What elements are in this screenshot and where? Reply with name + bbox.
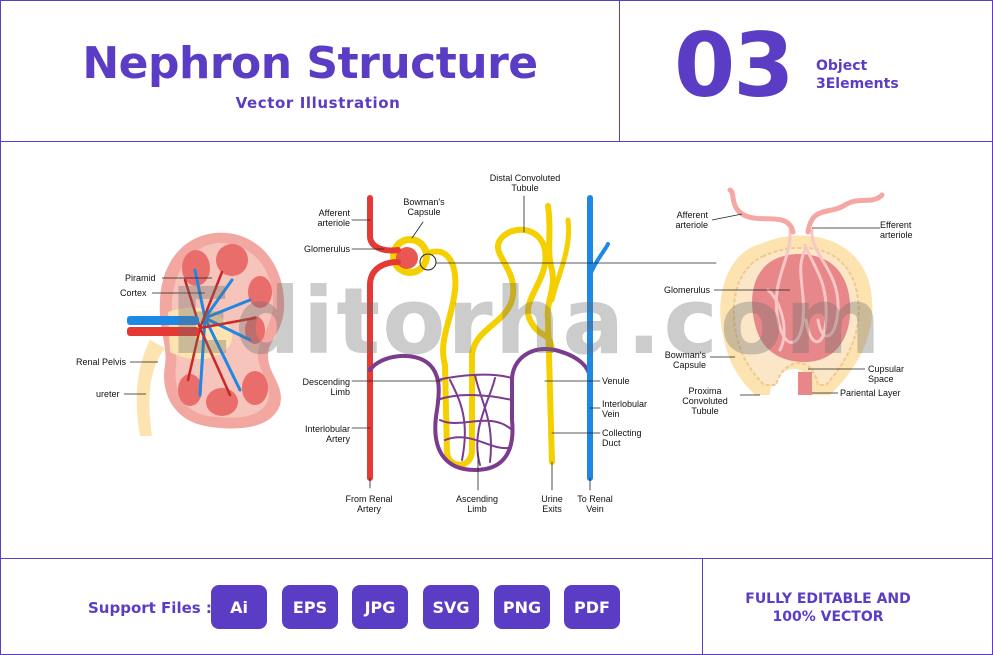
collecting-duct xyxy=(544,203,556,465)
kidney-pyramids xyxy=(178,244,272,416)
page-subtitle: Vector Illustration xyxy=(235,94,401,112)
format-badge-eps: EPS xyxy=(282,585,338,629)
label-cortex: Cortex xyxy=(120,288,147,298)
format-badge-jpg: JPG xyxy=(352,585,408,629)
renal-vein-stub xyxy=(127,316,199,325)
distal-tubule xyxy=(417,226,555,468)
page-title: Nephron Structure xyxy=(82,38,538,89)
header-vertical-divider xyxy=(619,0,620,141)
header-divider xyxy=(0,141,993,142)
object-count-label: 3Elements xyxy=(816,76,899,92)
object-count-word: Object xyxy=(816,58,868,74)
capsule-illustration xyxy=(710,187,885,396)
format-badge-ai: Ai xyxy=(211,585,267,629)
watermark-text: Editorha.com xyxy=(170,268,883,375)
capillary-network xyxy=(368,347,592,472)
interlobular-artery xyxy=(367,195,401,481)
label-glomerulus: Glomerulus xyxy=(303,244,350,254)
label-venule: Venule xyxy=(602,376,630,386)
renal-vessels xyxy=(183,268,257,397)
nephron-illustration xyxy=(351,195,717,491)
object-count-number: 03 xyxy=(674,14,794,117)
label-piramid: Piramid xyxy=(125,273,156,283)
format-badge-png: PNG xyxy=(494,585,550,629)
label-renal-pelvis: Renal Pelvis xyxy=(76,357,127,367)
label-capsule-glomerulus: Glomerulus xyxy=(663,285,710,295)
ureter-tube xyxy=(136,340,165,436)
footer-divider xyxy=(0,558,993,559)
kidney-illustration xyxy=(124,232,285,436)
footer-vertical-divider xyxy=(702,558,703,655)
capsule-efferent-vessel xyxy=(805,192,885,235)
format-badge-svg: SVG xyxy=(423,585,479,629)
label-pariental-layer: Pariental Layer xyxy=(840,388,901,398)
label-ureter: ureter xyxy=(96,389,120,399)
format-badge-pdf: PDF xyxy=(564,585,620,629)
support-files-label: Support Files : xyxy=(88,599,212,617)
renal-artery-stub xyxy=(127,327,199,336)
capsule-afferent-vessel xyxy=(727,187,796,235)
